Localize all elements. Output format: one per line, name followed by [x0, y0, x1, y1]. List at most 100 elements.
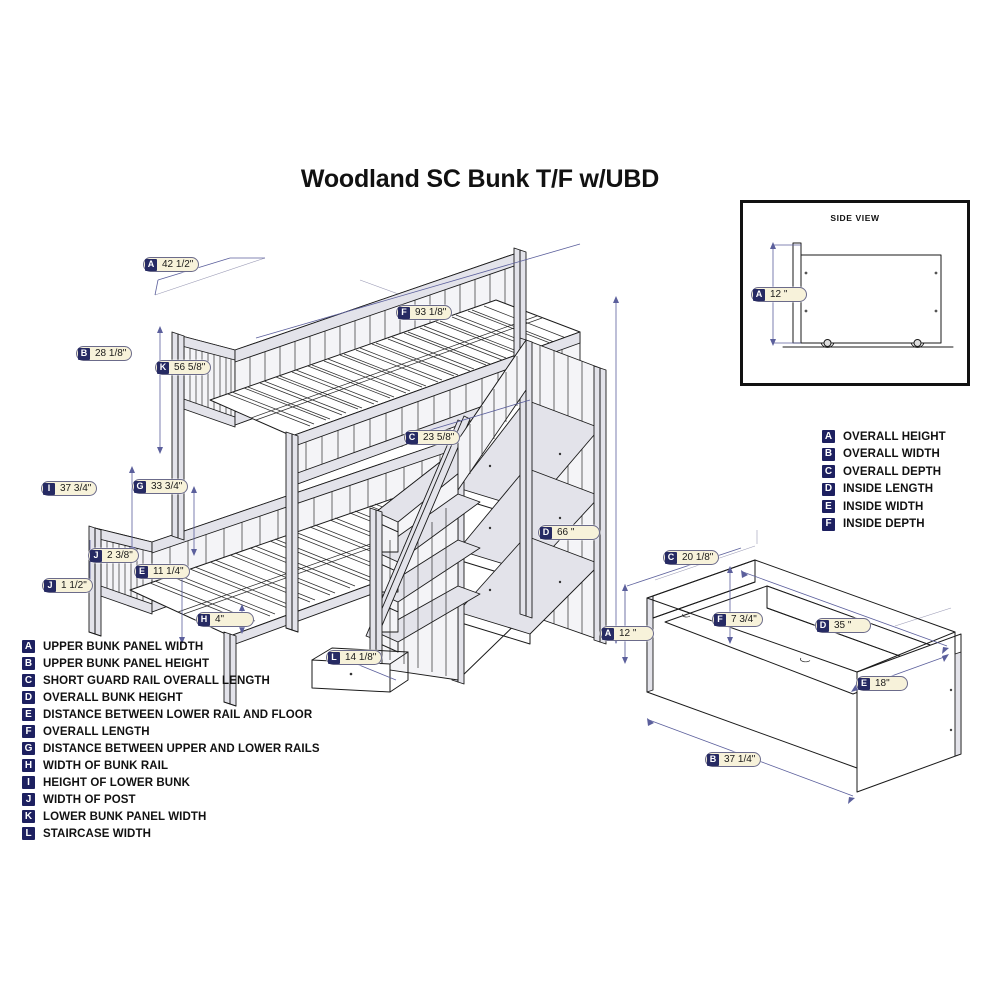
- callout-value: 56 5/8": [174, 361, 206, 373]
- legend-main-dimensions: A UPPER BUNK PANEL WIDTH B UPPER BUNK PA…: [22, 638, 320, 842]
- callout-key: B: [707, 753, 719, 766]
- callout-k-lower-bunk-panel-width: K 56 5/8": [155, 360, 212, 375]
- legend-label: STAIRCASE WIDTH: [43, 827, 151, 840]
- callout-f-overall-length: F 93 1/8": [396, 305, 453, 320]
- callout-key: G: [134, 480, 146, 493]
- callout-key: A: [602, 627, 614, 640]
- callout-d-inside-length: D 35 ": [815, 618, 871, 633]
- callout-value: 42 1/2": [162, 258, 194, 270]
- legend-item: D INSIDE LENGTH: [822, 481, 946, 499]
- legend-label: HEIGHT OF LOWER BUNK: [43, 776, 191, 789]
- callout-key: C: [665, 551, 677, 564]
- callout-value: 14 1/8": [345, 651, 377, 663]
- callout-key: A: [145, 258, 157, 271]
- legend-label: WIDTH OF BUNK RAIL: [43, 759, 169, 772]
- callout-key: I: [43, 482, 55, 495]
- legend-item: F INSIDE DEPTH: [822, 516, 946, 534]
- legend-key: D: [822, 482, 835, 496]
- legend-item: K LOWER BUNK PANEL WIDTH: [22, 808, 320, 825]
- side-view-title: SIDE VIEW: [830, 213, 880, 223]
- legend-key: F: [22, 725, 35, 738]
- callout-key: J: [90, 549, 102, 562]
- callout-value: 4": [215, 613, 225, 625]
- legend-item: D OVERALL BUNK HEIGHT: [22, 689, 320, 706]
- callout-value: 23 5/8": [423, 431, 455, 443]
- legend-item: E INSIDE WIDTH: [822, 498, 946, 516]
- callout-i-height-of-lower-bunk: I 37 3/4": [41, 481, 98, 496]
- legend-label: DISTANCE BETWEEN LOWER RAIL AND FLOOR: [43, 708, 313, 721]
- callout-key: J: [44, 579, 56, 592]
- callout-c-short-guard-rail-length: C 23 5/8": [404, 430, 461, 445]
- callout-key: K: [157, 361, 169, 374]
- callout-value: 33 3/4": [151, 480, 183, 492]
- callout-key: L: [328, 651, 340, 664]
- callout-h-width-of-bunk-rail: H 4": [196, 612, 254, 627]
- callout-f-inside-depth: F 7 3/4": [712, 612, 763, 627]
- side-view-panel: SIDE VIEW A 12 ": [740, 200, 970, 386]
- callout-key: C: [406, 431, 418, 444]
- legend-item: C SHORT GUARD RAIL OVERALL LENGTH: [22, 672, 320, 689]
- callout-value: 12 ": [770, 288, 788, 300]
- callout-value: 2 3/8": [107, 549, 133, 561]
- legend-key: E: [822, 500, 835, 514]
- legend-label: INSIDE WIDTH: [843, 500, 924, 513]
- legend-item: B OVERALL WIDTH: [822, 446, 946, 464]
- callout-value: 18": [875, 677, 890, 689]
- legend-item: G DISTANCE BETWEEN UPPER AND LOWER RAILS: [22, 740, 320, 757]
- callout-value: 12 ": [619, 627, 637, 639]
- legend-key: C: [22, 674, 35, 687]
- callout-a-overall-height-drawer: A 12 ": [600, 626, 654, 641]
- callout-value: 11 1/4": [153, 565, 184, 577]
- legend-item: I HEIGHT OF LOWER BUNK: [22, 774, 320, 791]
- legend-label: INSIDE DEPTH: [843, 518, 925, 531]
- legend-key: A: [22, 640, 35, 653]
- callout-e-distance-lower-rail-floor: E 11 1/4": [134, 564, 190, 579]
- legend-key: J: [22, 793, 35, 806]
- legend-item: E DISTANCE BETWEEN LOWER RAIL AND FLOOR: [22, 706, 320, 723]
- callout-a-overall-height-side: A 12 ": [751, 287, 807, 302]
- legend-item: J WIDTH OF POST: [22, 791, 320, 808]
- callout-key: F: [398, 306, 410, 319]
- legend-item: A OVERALL HEIGHT: [822, 428, 946, 446]
- legend-key: G: [22, 742, 35, 755]
- legend-key: C: [822, 465, 835, 479]
- callout-j-width-of-post-upper: J 2 3/8": [88, 548, 139, 563]
- legend-key: L: [22, 827, 35, 840]
- legend-key: A: [822, 430, 835, 444]
- page-title: Woodland SC Bunk T/F w/UBD: [300, 165, 660, 193]
- legend-item: L STAIRCASE WIDTH: [22, 825, 320, 842]
- callout-g-distance-upper-lower-rails: G 33 3/4": [132, 479, 189, 494]
- callout-value: 66 ": [557, 526, 575, 538]
- callout-c-overall-depth: C 20 1/8": [663, 550, 720, 565]
- callout-b-upper-bunk-panel-height: B 28 1/8": [76, 346, 133, 361]
- legend-key: E: [22, 708, 35, 721]
- legend-label: INSIDE LENGTH: [843, 483, 934, 496]
- legend-key: F: [822, 517, 835, 531]
- callout-key: D: [817, 619, 829, 632]
- callout-e-inside-width: E 18": [856, 676, 908, 691]
- legend-label: DISTANCE BETWEEN UPPER AND LOWER RAILS: [43, 742, 320, 755]
- callout-value: 7 3/4": [731, 613, 757, 625]
- legend-key: B: [822, 447, 835, 461]
- legend-label: WIDTH OF POST: [43, 793, 136, 806]
- legend-label: UPPER BUNK PANEL WIDTH: [43, 640, 204, 653]
- legend-label: OVERALL HEIGHT: [843, 430, 946, 443]
- callout-j-width-of-post-lower: J 1 1/2": [42, 578, 93, 593]
- callout-key: D: [540, 526, 552, 539]
- legend-label: OVERALL BUNK HEIGHT: [43, 691, 183, 704]
- legend-key: K: [22, 810, 35, 823]
- callout-value: 1 1/2": [61, 579, 87, 591]
- legend-label: OVERALL LENGTH: [43, 725, 150, 738]
- legend-key: H: [22, 759, 35, 772]
- legend-item: C OVERALL DEPTH: [822, 463, 946, 481]
- legend-item: B UPPER BUNK PANEL HEIGHT: [22, 655, 320, 672]
- legend-label: LOWER BUNK PANEL WIDTH: [43, 810, 207, 823]
- callout-value: 93 1/8": [415, 306, 447, 318]
- legend-label: UPPER BUNK PANEL HEIGHT: [43, 657, 210, 670]
- legend-key: D: [22, 691, 35, 704]
- callout-value: 20 1/8": [682, 551, 714, 563]
- callout-value: 37 3/4": [60, 482, 92, 494]
- callout-key: E: [136, 565, 148, 578]
- callout-key: E: [858, 677, 870, 690]
